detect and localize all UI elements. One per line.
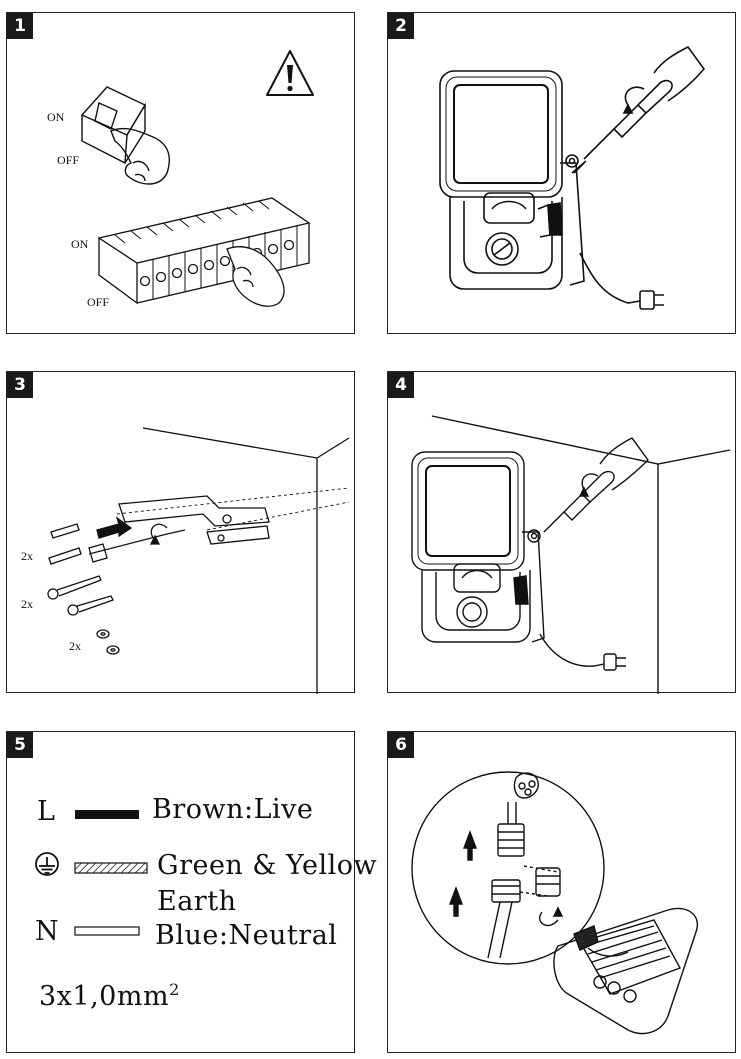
- step-number-2: 2: [388, 13, 414, 39]
- step-panel-2: 2: [387, 12, 736, 334]
- switch-off-label-top: OFF: [57, 153, 80, 167]
- warning-triangle-icon: [266, 50, 314, 96]
- rotate-arrow-icon: [622, 86, 645, 114]
- washer-items: [96, 629, 120, 655]
- step-panel-5: 5 L Brown:Live Green & Yellow Earth N Bl…: [6, 731, 377, 1053]
- step-3-illustration: [47, 427, 350, 694]
- breaker-on-label: ON: [71, 237, 89, 251]
- breaker-off-label: OFF: [87, 295, 110, 309]
- neutral-wire-label: Blue:Neutral: [155, 920, 338, 951]
- step-panel-4: 4: [387, 371, 736, 694]
- earth-ground-icon: [35, 852, 59, 876]
- step-panel-1: 1: [6, 12, 355, 334]
- live-wire-swatch: [75, 810, 139, 819]
- step-5-wiring-legend: [35, 810, 148, 936]
- step-number-1: 1: [7, 13, 33, 39]
- neutral-wire-swatch: [74, 926, 140, 936]
- cable-spec-value: 3x1,0mm: [39, 981, 170, 1012]
- rotate-arrow-icon: [149, 523, 168, 545]
- washers-quantity-label: 2x: [69, 639, 81, 653]
- live-letter: L: [37, 796, 56, 827]
- cable-spec-exponent: 2: [169, 980, 180, 999]
- screw-items: [47, 575, 114, 616]
- neutral-letter: N: [35, 916, 60, 947]
- switch-on-label-top: ON: [47, 110, 65, 124]
- step-2-illustration: [439, 45, 706, 310]
- step-number-5: 5: [7, 732, 33, 758]
- step-panel-3: 3: [6, 371, 355, 694]
- breaker-board-drawing: [97, 197, 311, 307]
- rotate-arrow-icon: [578, 473, 599, 497]
- wall-plug-items: [48, 523, 82, 565]
- rotate-arrow-icon: [539, 906, 564, 927]
- step-panel-6: 6: [387, 731, 736, 1053]
- step-number-3: 3: [7, 372, 33, 398]
- step-6-illustration: [411, 771, 699, 1035]
- live-wire-label: Brown:Live: [152, 794, 314, 825]
- cable-spec: 3x1,0mm2: [39, 980, 180, 1012]
- plugs-quantity-label: 2x: [21, 549, 33, 563]
- step-number-4: 4: [388, 372, 414, 398]
- single-switch-drawing: [80, 86, 171, 185]
- earth-wire-label-line2: Earth: [157, 886, 237, 917]
- screws-quantity-label: 2x: [21, 597, 33, 611]
- earth-wire-label: Green & Yellow: [157, 850, 378, 881]
- step-4-illustration: [411, 415, 731, 694]
- step-1-illustration: [80, 50, 314, 307]
- step-number-6: 6: [388, 732, 414, 758]
- earth-wire-swatch: [74, 862, 148, 874]
